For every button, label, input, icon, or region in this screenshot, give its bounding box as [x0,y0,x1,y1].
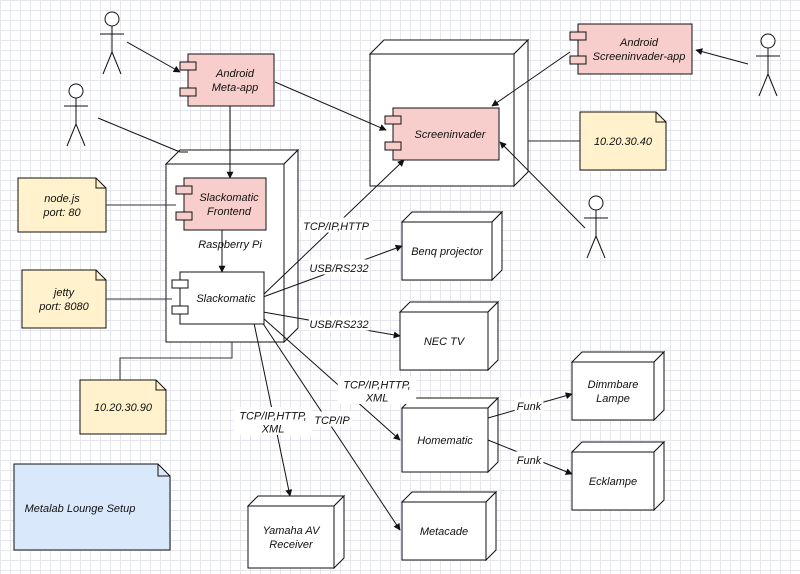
component-screeninvader-label-line-1: Screeninvader [415,129,487,141]
edge-label-usb-rs232-nec-text-line-1: USB/RS232 [309,319,368,331]
edge-label-tcpip-metacade: TCP/IP [311,411,353,427]
edge-label-tcpip-http-xml-yamaha-text-line-1: TCP/IP,HTTP, [239,411,306,423]
component-android-meta-app-port-bottom [179,87,197,97]
component-slackomatic[interactable]: Slackomatic [171,271,265,325]
yamaha-av-receiver-node-label-line-1: Yamaha AV [263,525,322,537]
component-slackomatic-port-top [171,279,189,289]
edge-actor4-to-screeninvader [499,141,586,229]
component-android-screeninvader-app-port-top [569,31,587,41]
component-android-meta-app-label-line-1: Android [215,68,255,80]
actor-4 [584,195,608,259]
nec-tv-node[interactable]: NEC TV [398,300,500,372]
component-slackomatic-frontend-port-top [175,185,193,195]
edge-actor1-to-meta-app [126,41,181,73]
component-screeninvader-port-top [384,115,402,125]
component-android-screeninvader-app-port-bottom [569,55,587,65]
yamaha-av-receiver-node-label-line-2: Receiver [269,539,314,551]
dimmbare-lampe-node-label-line-1: Dimmbare [588,379,639,391]
edge-label-tcpip-http-xml-homematic-text-line-1: TCP/IP,HTTP, [343,380,410,392]
note-jetty-text-line-2: port: 8080 [38,301,89,313]
actor-2 [64,83,88,147]
edge-actor2-line [97,117,181,153]
edge-slack-to-homematic [262,317,401,441]
edge-label-tcpip-http-xml-homematic-bg [337,376,417,404]
edge-label-tcpip-http-xml-yamaha: TCP/IP,HTTP,XML [233,407,313,436]
note-jetty: jetty port: 8080 [21,269,107,329]
edge-label-tcpip-metacade-text-line-1: TCP/IP [314,415,350,427]
edge-label-usb-rs232-benq: USB/RS232 [309,259,369,275]
edge-label-tcpip-http-xml-yamaha-bg [233,407,313,435]
note-jetty-text-line-1: jetty [52,287,76,299]
metacade-node[interactable]: Metacade [400,490,498,562]
edge-label-usb-rs232-nec-bg [309,315,369,331]
edge-label-funk-ecklampe-text-line-1: Funk [517,455,542,467]
edge-label-usb-rs232-benq-text-line-1: USB/RS232 [309,263,368,275]
edge-label-tcpip-http-xml-homematic: TCP/IP,HTTP,XML [337,376,417,405]
homematic-node[interactable]: Homematic [400,396,500,474]
edge-label-tcpip-http: TCP/IP,HTTP [299,217,373,233]
edge-app-to-screeninvader [491,51,571,107]
actor-1 [100,11,124,75]
edge-label-usb-rs232-benq-bg [309,259,369,275]
ecklampe-node-label-line-1: Ecklampe [589,476,637,488]
component-android-screeninvader-app-label-line-1: Android [619,37,659,49]
component-slackomatic-label-line-1: Slackomatic [196,293,256,305]
benq-projector-node-label-line-1: Benq projector [411,246,484,258]
edge-label-funk-ecklampe: Funk [514,451,544,467]
metacade-node-label-line-1: Metacade [420,526,468,538]
benq-projector-node[interactable]: Benq projector [400,210,504,282]
edge-label-tcpip-http-bg [299,217,373,233]
component-slackomatic-port-bottom [171,305,189,315]
component-slackomatic-frontend-label-line-1: Slackomatic [199,192,259,204]
component-screeninvader-port-bottom [384,141,402,151]
component-android-meta-app-label-line-2: Meta-app [212,82,258,94]
raspberry-pi-label: Raspberry Pi [198,239,262,251]
edge-meta-to-screeninvader [274,81,387,131]
component-slackomatic-frontend-port-bottom [175,211,193,221]
edge-label-tcpip-http-xml-homematic-text-line-2: XML [365,393,389,405]
title-text: Metalab Lounge Setup [25,503,136,515]
note-ip-screeninvader: 10.20.30.40 [579,111,667,171]
component-android-screeninvader-app-label-line-2: Screeninvader-app [593,51,686,63]
note-ip-screeninvader-text-line-1: 10.20.30.40 [594,136,653,148]
dimmbare-lampe-node-label-line-2: Lampe [596,393,630,405]
edge-label-funk-ecklampe-bg [514,451,544,467]
nec-tv-node-label-line-1: NEC TV [424,336,466,348]
note-nodejs: node.js port: 80 [17,177,107,233]
note-nodejs-text-line-2: port: 80 [42,207,81,219]
title-box: Metalab Lounge Setup [13,463,171,551]
note-ip-raspberry-pi-text-line-1: 10.20.30.90 [94,402,153,414]
edge-label-tcpip-http-text-line-1: TCP/IP,HTTP [303,221,369,233]
edge-label-usb-rs232-nec: USB/RS232 [309,315,369,331]
actor-3 [756,33,780,97]
homematic-node-label-line-1: Homematic [417,435,473,447]
edge-label-funk-dimmbare-text-line-1: Funk [517,401,542,413]
ecklampe-node[interactable]: Ecklampe [570,440,666,512]
component-android-meta-app-port-top [179,61,197,71]
yamaha-av-receiver-node[interactable]: Yamaha AV Receiver [246,494,346,570]
edge-label-funk-dimmbare-bg [514,397,544,413]
edge-label-tcpip-metacade-bg [311,411,353,427]
note-nodejs-text-line-1: node.js [44,193,80,205]
edge-label-tcpip-http-xml-yamaha-text-line-2: XML [261,424,285,436]
component-slackomatic-frontend-label-line-2: Frontend [207,206,252,218]
edge-actor3-to-screeninvader-app [695,48,749,65]
note-ip-raspberry-pi: 10.20.30.90 [79,379,167,435]
note-connector-ip90 [119,342,233,380]
edge-label-funk-dimmbare: Funk [514,397,544,413]
component-screeninvader[interactable]: Screeninvader [384,107,500,161]
